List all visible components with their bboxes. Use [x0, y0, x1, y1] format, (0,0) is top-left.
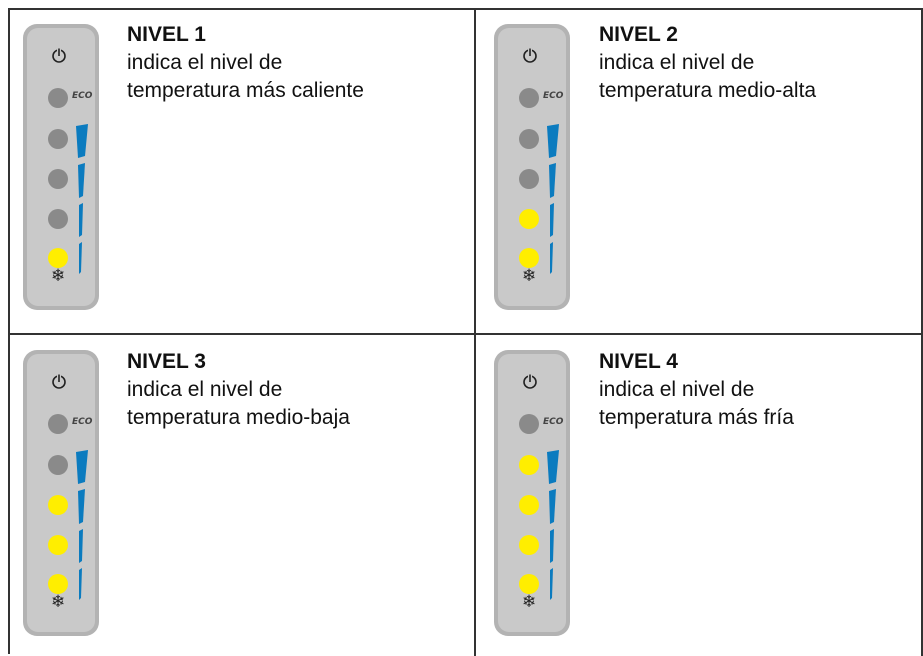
power-icon	[523, 374, 537, 389]
level-led-lit	[48, 574, 68, 594]
level-description: NIVEL 1 indica el nivel de temperatura m…	[127, 21, 447, 105]
snowflake-icon: ❄	[51, 266, 66, 286]
level-cell: ECO ❄ NIVEL 3 indica el nivel de tempera…	[10, 335, 476, 656]
level-title: NIVEL 3	[127, 350, 206, 373]
level-led-lit	[519, 455, 539, 475]
control-panel-face: ECO ❄	[27, 28, 95, 306]
bar-segment	[79, 242, 82, 274]
control-panel: ECO ❄	[23, 350, 99, 636]
power-icon	[523, 48, 537, 63]
bar-segment	[79, 203, 83, 237]
temperature-bars	[547, 124, 559, 274]
level-led-unlit	[48, 169, 68, 189]
snowflake-icon: ❄	[51, 592, 66, 612]
level-desc-line: temperatura más caliente	[127, 79, 364, 102]
level-title: NIVEL 2	[599, 23, 678, 46]
bar-segment	[78, 489, 85, 524]
level-led-lit	[48, 535, 68, 555]
eco-label: ECO	[72, 91, 93, 101]
level-cell: ECO ❄ NIVEL 4 indica el nivel de tempera…	[476, 335, 923, 656]
level-led-lit	[519, 248, 539, 268]
temperature-bars	[547, 450, 559, 600]
levels-table: ECO ❄ NIVEL 1 indica el nivel de tempera…	[8, 8, 923, 656]
level-desc-line: temperatura medio-alta	[599, 79, 817, 102]
eco-led	[519, 414, 539, 434]
temperature-bars	[76, 450, 88, 600]
eco-label: ECO	[543, 91, 564, 101]
level-led-unlit	[48, 129, 68, 149]
level-led-lit	[519, 535, 539, 555]
bar-segment	[79, 529, 83, 563]
level-led-lit	[519, 495, 539, 515]
level-desc-line: indica el nivel de	[599, 51, 755, 74]
eco-led	[519, 88, 539, 108]
level-description: NIVEL 2 indica el nivel de temperatura m…	[599, 21, 909, 105]
level-led-lit	[519, 209, 539, 229]
level-led-lit	[48, 248, 68, 268]
control-panel-face: ECO ❄	[498, 354, 566, 632]
level-cell: ECO ❄ NIVEL 1 indica el nivel de tempera…	[10, 10, 476, 335]
level-led-unlit	[48, 209, 68, 229]
bar-segment	[550, 203, 554, 237]
level-desc-line: indica el nivel de	[127, 378, 283, 401]
level-led-unlit	[519, 169, 539, 189]
control-panel-face: ECO ❄	[27, 354, 95, 632]
level-desc-line: indica el nivel de	[127, 51, 283, 74]
level-title: NIVEL 1	[127, 23, 206, 46]
level-led-lit	[519, 574, 539, 594]
bar-segment	[547, 124, 559, 158]
level-desc-line: indica el nivel de	[599, 378, 755, 401]
level-cell: ECO ❄ NIVEL 2 indica el nivel de tempera…	[476, 10, 923, 335]
level-led-unlit	[519, 129, 539, 149]
temperature-bars	[76, 124, 88, 274]
level-desc-line: temperatura más fría	[599, 406, 794, 429]
bar-segment	[76, 450, 88, 484]
bar-segment	[550, 568, 553, 600]
bar-segment	[549, 163, 556, 198]
eco-label: ECO	[72, 417, 93, 427]
bar-segment	[549, 489, 556, 524]
bar-segment	[79, 568, 82, 600]
snowflake-icon: ❄	[522, 592, 537, 612]
bar-segment	[550, 529, 554, 563]
bar-segment	[550, 242, 553, 274]
control-panel-face: ECO ❄	[498, 28, 566, 306]
power-icon	[52, 48, 66, 63]
control-panel: ECO ❄	[494, 24, 570, 310]
level-desc-line: temperatura medio-baja	[127, 406, 350, 429]
level-led-lit	[48, 495, 68, 515]
snowflake-icon: ❄	[522, 266, 537, 286]
level-title: NIVEL 4	[599, 350, 678, 373]
eco-led	[48, 414, 68, 434]
level-description: NIVEL 3 indica el nivel de temperatura m…	[127, 348, 447, 432]
level-led-unlit	[48, 455, 68, 475]
control-panel: ECO ❄	[23, 24, 99, 310]
eco-led	[48, 88, 68, 108]
eco-label: ECO	[543, 417, 564, 427]
bar-segment	[78, 163, 85, 198]
level-description: NIVEL 4 indica el nivel de temperatura m…	[599, 348, 909, 432]
control-panel: ECO ❄	[494, 350, 570, 636]
bar-segment	[547, 450, 559, 484]
bar-segment	[76, 124, 88, 158]
power-icon	[52, 374, 66, 389]
